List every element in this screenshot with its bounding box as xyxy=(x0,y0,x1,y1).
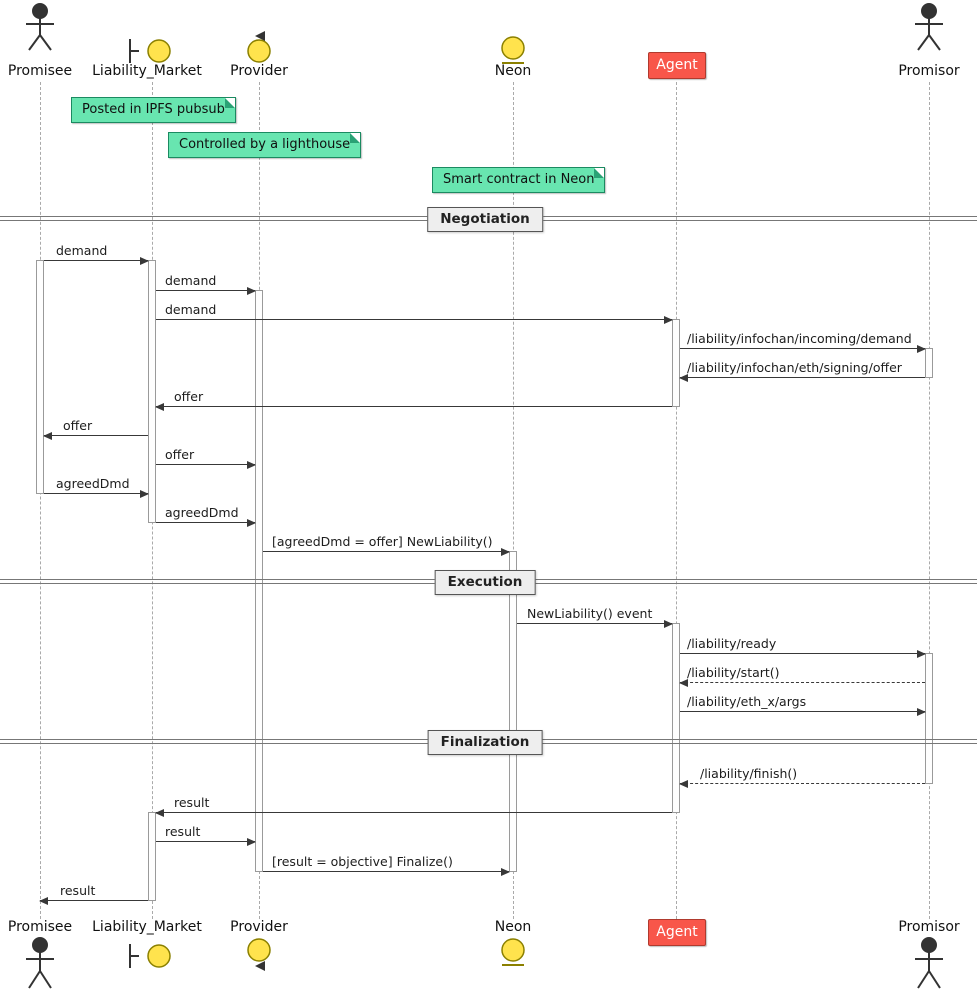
divider-label-negotiation: Negotiation xyxy=(427,207,543,232)
message-label-6: offer xyxy=(63,418,93,433)
divider-label-execution: Execution xyxy=(434,570,536,595)
message-label-11: NewLiability() event xyxy=(527,606,653,621)
message-label-7: offer xyxy=(165,447,195,462)
message-label-18: [result = objective] Finalize() xyxy=(272,854,453,869)
message-arrow-7 xyxy=(156,460,256,469)
activation-agent-1 xyxy=(672,319,680,407)
activation-promisee xyxy=(36,260,44,494)
lifeline-agent xyxy=(676,82,677,919)
participant-name-promisor-footer: Promisor xyxy=(898,919,960,935)
message-arrow-0 xyxy=(44,256,149,265)
boundary-icon xyxy=(129,944,171,968)
activation-provider xyxy=(255,290,263,872)
message-label-10: [agreedDmd = offer] NewLiability() xyxy=(272,534,493,549)
activation-promisor-1 xyxy=(925,348,933,378)
message-arrow-16 xyxy=(155,808,672,817)
divider-label-finalization: Finalization xyxy=(427,730,543,755)
message-arrow-6 xyxy=(43,431,148,440)
participant-name-provider-footer: Provider xyxy=(230,919,288,935)
entity-icon xyxy=(501,36,525,64)
activation-agent-2 xyxy=(672,623,680,813)
message-label-0: demand xyxy=(56,243,108,258)
message-label-5: offer xyxy=(174,389,204,404)
message-label-2: demand xyxy=(165,302,217,317)
actor-icon xyxy=(915,937,943,989)
actor-icon xyxy=(26,937,54,989)
message-arrow-17 xyxy=(156,837,256,846)
lifeline-promisor xyxy=(929,82,930,919)
control-icon xyxy=(247,31,271,63)
message-arrow-13 xyxy=(679,678,925,687)
message-label-1: demand xyxy=(165,273,217,288)
boundary-icon xyxy=(129,39,171,63)
message-label-14: /liability/eth_x/args xyxy=(687,694,807,709)
control-icon xyxy=(247,938,271,971)
message-arrow-19 xyxy=(39,896,148,905)
message-arrow-8 xyxy=(44,489,149,498)
message-arrow-10 xyxy=(263,547,510,556)
participant-name-neon-footer: Neon xyxy=(494,919,532,935)
participant-name-liability-market: Liability_Market xyxy=(92,63,202,79)
message-arrow-2 xyxy=(156,315,673,324)
message-label-8: agreedDmd xyxy=(56,476,130,491)
message-arrow-14 xyxy=(680,707,926,716)
message-arrow-4 xyxy=(679,373,925,382)
message-arrow-18 xyxy=(263,867,510,876)
message-arrow-12 xyxy=(680,649,926,658)
participant-agent-footer: Agent xyxy=(648,919,706,946)
note-lighthouse: Controlled by a lighthouse xyxy=(168,132,362,158)
activation-neon xyxy=(509,551,517,872)
message-label-17: result xyxy=(165,824,201,839)
message-label-15: /liability/finish() xyxy=(700,766,798,781)
message-arrow-11 xyxy=(517,619,673,628)
activation-liability-market-1 xyxy=(148,260,156,523)
lifeline-neon xyxy=(513,82,514,919)
message-label-13: /liability/start() xyxy=(687,665,780,680)
message-arrow-15 xyxy=(679,779,925,788)
note-smart-contract: Smart contract in Neon xyxy=(432,167,606,193)
actor-icon xyxy=(26,3,54,51)
participant-name-liability-market-footer: Liability_Market xyxy=(92,919,202,935)
participant-name-neon: Neon xyxy=(494,63,532,79)
activation-promisor-2 xyxy=(925,653,933,784)
participant-name-promisee: Promisee xyxy=(7,63,73,79)
participant-name-promisee-footer: Promisee xyxy=(7,919,73,935)
message-label-4: /liability/infochan/eth/signing/offer xyxy=(687,360,902,375)
participant-agent-header: Agent xyxy=(648,52,706,79)
message-arrow-9 xyxy=(156,518,256,527)
message-arrow-3 xyxy=(680,344,926,353)
message-label-3: /liability/infochan/incoming/demand xyxy=(687,331,912,346)
message-label-19: result xyxy=(60,883,96,898)
lifeline-promisee xyxy=(40,82,41,919)
message-label-16: result xyxy=(174,795,210,810)
activation-liability-market-2 xyxy=(148,812,156,901)
actor-icon xyxy=(915,3,943,51)
message-arrow-1 xyxy=(156,286,256,295)
participant-name-provider: Provider xyxy=(230,63,288,79)
participant-name-promisor: Promisor xyxy=(898,63,960,79)
message-label-12: /liability/ready xyxy=(687,636,777,651)
entity-icon xyxy=(501,938,525,966)
message-label-9: agreedDmd xyxy=(165,505,239,520)
message-arrow-5 xyxy=(155,402,672,411)
note-ipfs-pubsub: Posted in IPFS pubsub xyxy=(71,97,236,123)
